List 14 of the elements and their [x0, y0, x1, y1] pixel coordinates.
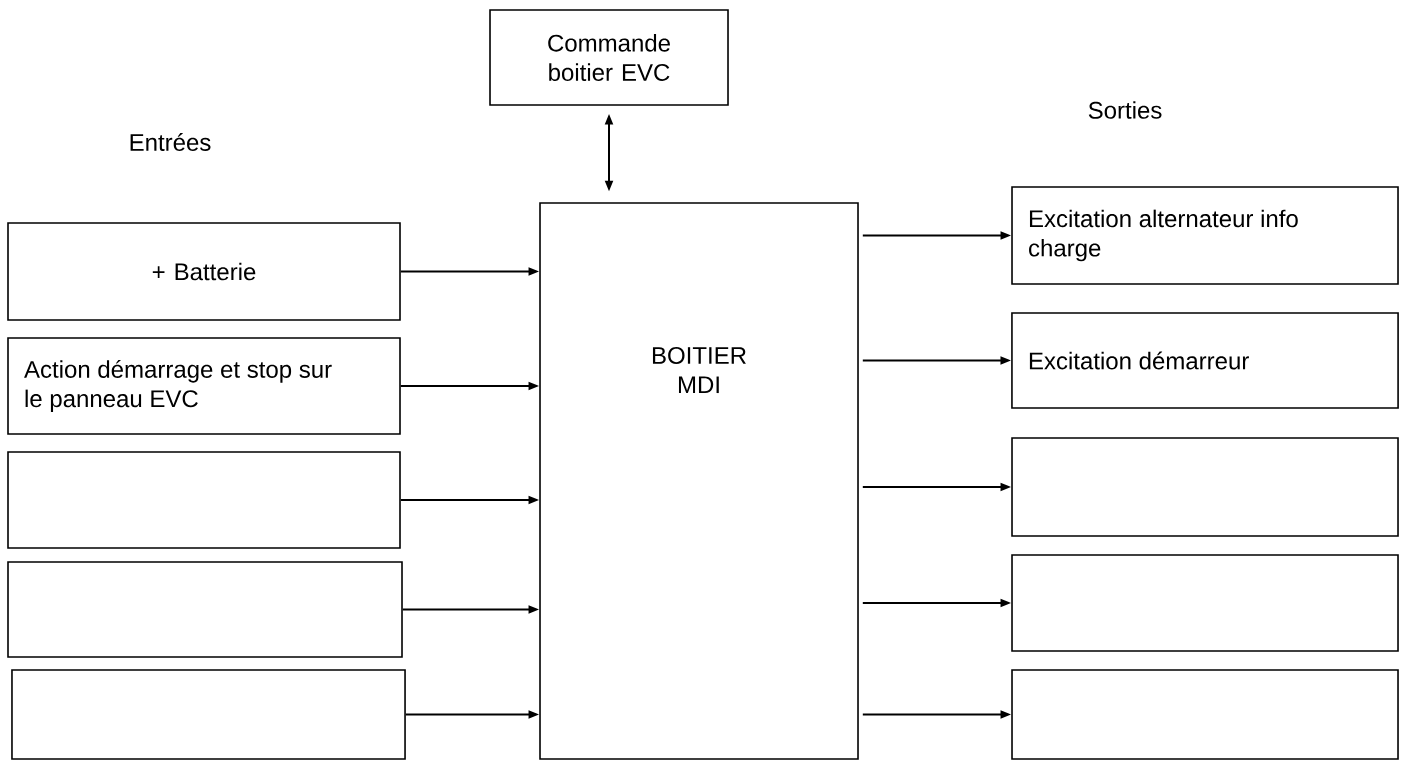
empty-box — [1011, 554, 1399, 652]
block-box: Commande boitier EVC — [489, 9, 729, 106]
empty-box — [7, 561, 403, 658]
column-heading: Entrées — [130, 133, 211, 151]
block-box: Excitation démarreur — [1011, 312, 1399, 409]
empty-box — [11, 669, 406, 760]
block-box: Action démarrage et stop sur le panneau EVC — [7, 337, 401, 435]
empty-box — [7, 451, 401, 549]
empty-box — [1011, 437, 1399, 537]
block-box: + Batterie — [7, 222, 401, 321]
column-heading: Sorties — [1088, 101, 1162, 119]
block-box: Excitation alternateur info charge — [1011, 186, 1399, 285]
block-box: BOITIER MDI — [539, 202, 859, 760]
empty-box — [1011, 669, 1399, 760]
